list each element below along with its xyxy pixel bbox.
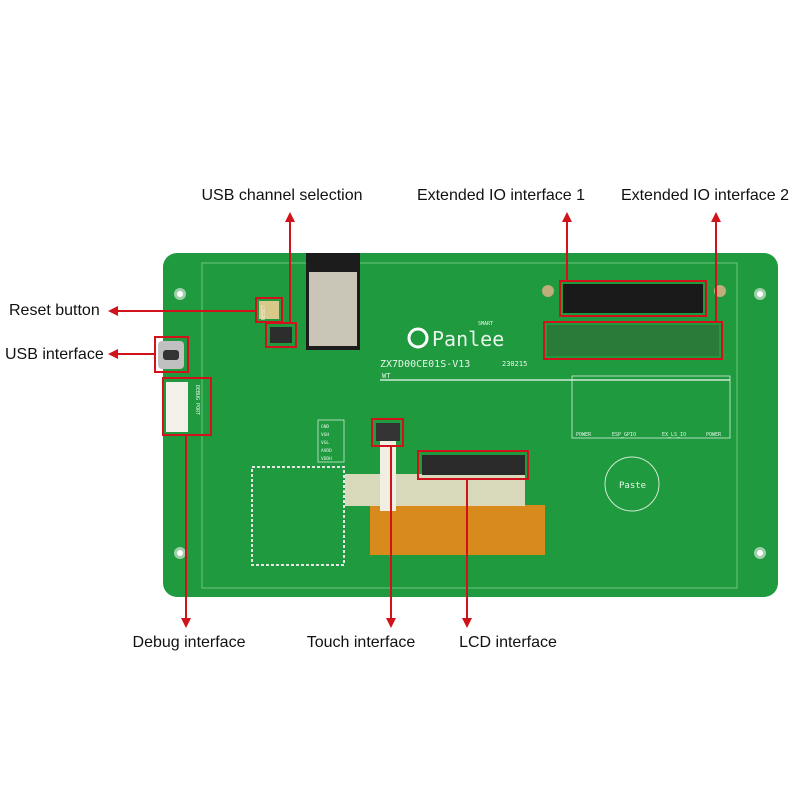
- label-debug-interface: Debug interface: [133, 634, 246, 651]
- pcb-board: Panlee SMART ZX7D00CE01S-V13 230215 WT R…: [158, 253, 778, 597]
- brand-sup: SMART: [478, 321, 493, 327]
- io-map-header: ESP_GPIO: [612, 432, 636, 438]
- label-touch-interface: Touch interface: [307, 634, 416, 651]
- power-label: VGH: [321, 432, 329, 438]
- highlight-touch: [371, 418, 404, 447]
- highlight-io2: [543, 321, 723, 360]
- date-code: 230215: [502, 360, 527, 368]
- pin-header-io1: [563, 284, 703, 313]
- shield-area: [251, 466, 345, 566]
- panlee-logo-icon: [407, 327, 429, 349]
- label-usb-interface: USB interface: [5, 346, 104, 363]
- power-label: AVDD: [321, 448, 332, 454]
- paste-label: Paste: [619, 481, 646, 491]
- power-label: GND: [321, 424, 329, 430]
- flex-cable: [370, 505, 545, 555]
- model-number: ZX7D00CE01S-V13: [380, 359, 470, 370]
- label-lcd-interface: LCD interface: [459, 634, 557, 651]
- highlight-io1: [559, 280, 707, 317]
- power-label: VGL: [321, 440, 329, 446]
- label-extended-io-1: Extended IO interface 1: [417, 187, 585, 204]
- debug-connector: [166, 382, 188, 432]
- label-reset-button: Reset button: [9, 302, 100, 319]
- callout-arrows: [108, 212, 721, 628]
- label-extended-io-2: Extended IO interface 2: [621, 187, 789, 204]
- io-map-header: POWER: [576, 432, 592, 438]
- io-map-header: EX_LS_IO: [662, 432, 686, 438]
- label-usb-channel-selection: USB channel selection: [202, 187, 363, 204]
- pin-header-io2: [547, 325, 719, 356]
- mounting-hole: [174, 288, 766, 559]
- power-labels: GND VGH VGL AVDD VDDH: [321, 424, 332, 462]
- wt-mark: WT: [382, 372, 391, 380]
- io-map-header: POWER: [706, 432, 722, 438]
- highlight-usb-channel: [265, 322, 297, 348]
- io-map-headers: POWER ESP_GPIO EX_LS_IO POWER: [576, 432, 722, 438]
- power-label: VDDH: [321, 456, 332, 462]
- brand-logo-text: Panlee: [432, 327, 504, 351]
- reset-silk: RESET: [261, 305, 267, 320]
- highlight-lcd: [417, 450, 529, 480]
- debug-silk: DEBUG PORT: [194, 385, 200, 415]
